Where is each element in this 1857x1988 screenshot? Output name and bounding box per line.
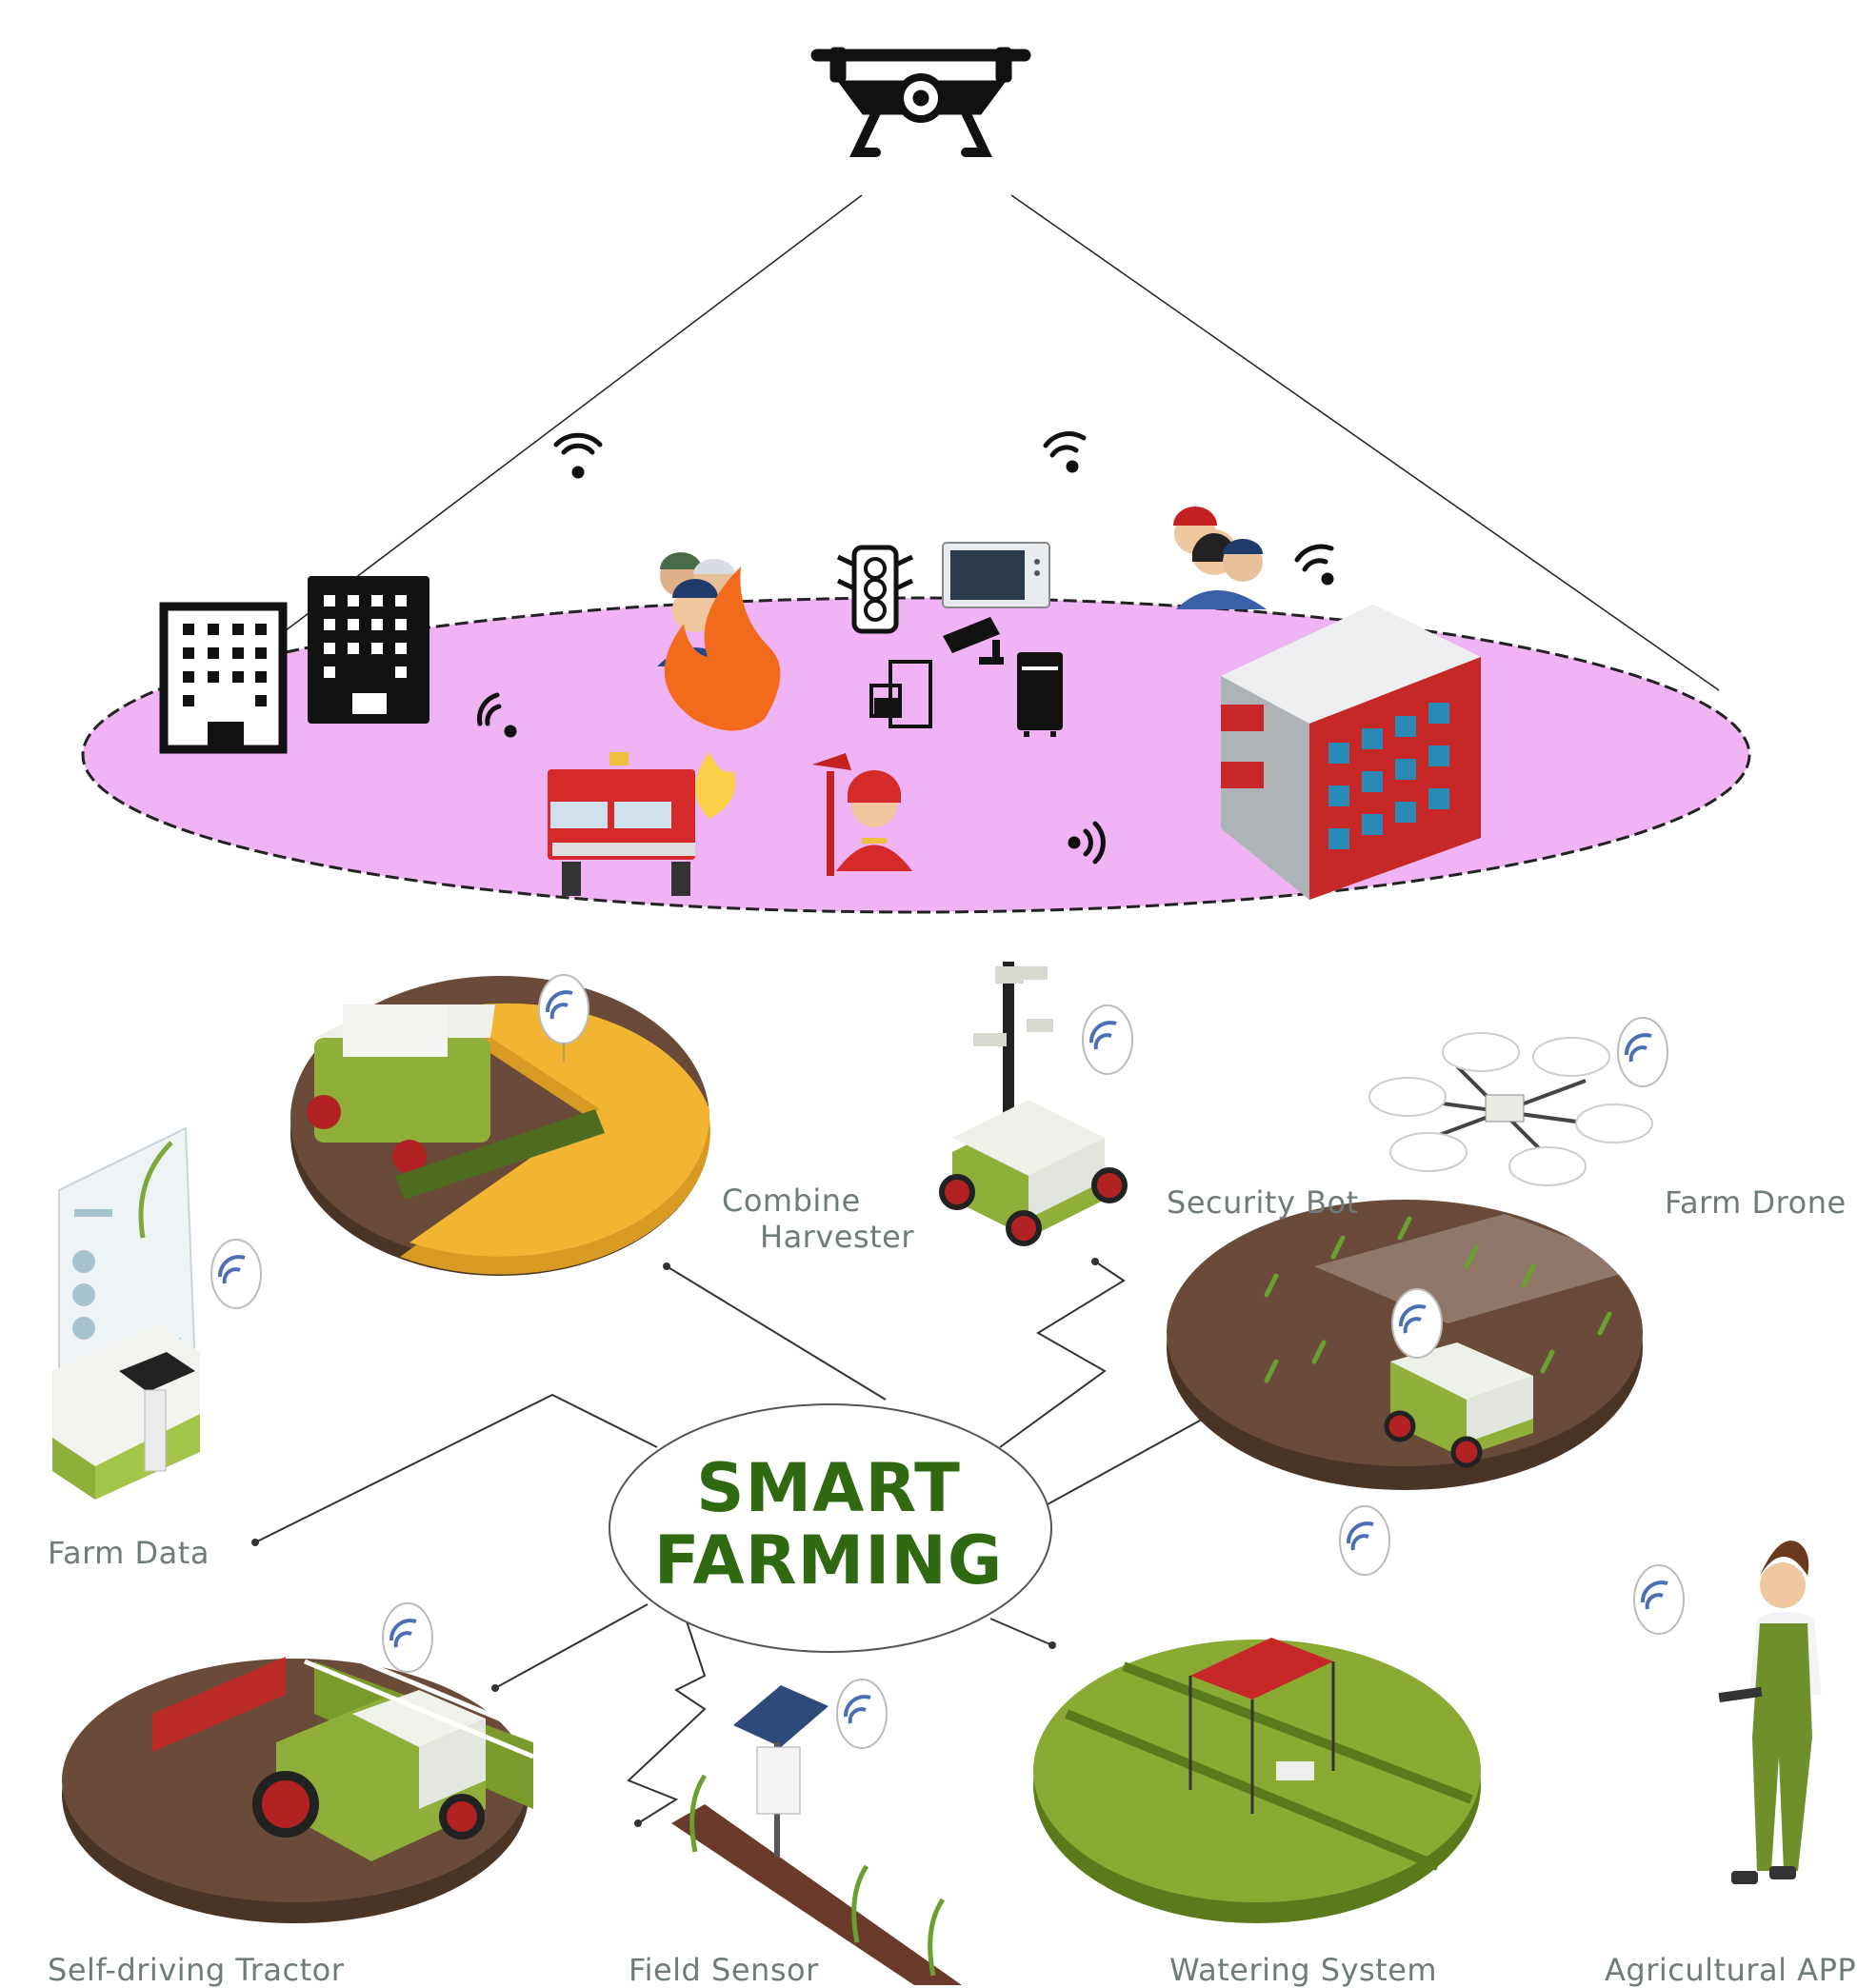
label-security-bot: Security Bot (1167, 1184, 1359, 1221)
wifi-badge-icon (382, 1602, 433, 1673)
wifi-badge-icon (210, 1239, 262, 1309)
wifi-badge-icon (1617, 1017, 1668, 1087)
wifi-icon (477, 692, 517, 738)
farm-data-illustration (52, 1126, 200, 1500)
smart-farming-hub (609, 1403, 1052, 1653)
label-farm-drone: Farm Drone (1665, 1184, 1847, 1221)
security-camera-icon (943, 617, 1004, 665)
wifi-icon (1068, 821, 1106, 865)
wifi-icon (553, 432, 603, 479)
label-field-sensor: Field Sensor (629, 1952, 819, 1988)
smart-farming-title: SMART FARMING (609, 1452, 1048, 1597)
label-combine-line1: Combine (722, 1183, 861, 1219)
wifi-badge-icon (1339, 1505, 1390, 1576)
label-self-driving-tractor: Self-driving Tractor (48, 1952, 345, 1988)
wifi-icon (1043, 431, 1087, 473)
self-driving-tractor-illustration (62, 1635, 534, 1923)
title-line-1: SMART (696, 1449, 961, 1527)
beam-line-right (1010, 194, 1720, 691)
wifi-badge-icon (836, 1679, 888, 1749)
wifi-badge-icon (1391, 1288, 1443, 1359)
apartment-building-icon (1221, 605, 1481, 900)
fire-icon (664, 567, 781, 819)
emergency-group-icon (1173, 507, 1267, 609)
combine-harvester-illustration (290, 976, 710, 1276)
traffic-light-icon (836, 545, 914, 634)
wifi-badge-icon (1082, 1004, 1133, 1075)
title-line-2: FARMING (653, 1521, 1004, 1600)
building-icon (308, 576, 429, 724)
fridge-icon (1017, 652, 1063, 737)
farmer-with-tablet-illustration (1718, 1541, 1822, 1884)
drone-icon (810, 47, 1031, 157)
field-sensor-illustration (671, 1685, 962, 1985)
microwave-icon (942, 542, 1050, 608)
farm-drone-illustration (1167, 1032, 1653, 1490)
firefighter-icon (812, 753, 912, 876)
label-agricultural-app: Agricultural APP (1605, 1952, 1857, 1988)
label-watering-system: Watering System (1169, 1952, 1438, 1988)
building-icon (159, 602, 288, 754)
watering-system-illustration (1033, 1638, 1481, 1923)
coffee-maker-icon (869, 660, 932, 728)
wifi-icon (1294, 544, 1334, 586)
wifi-badge-icon (1633, 1564, 1685, 1635)
security-bot-illustration (939, 962, 1128, 1246)
fire-truck-icon (548, 752, 695, 896)
label-farm-data: Farm Data (48, 1535, 210, 1571)
label-combine-line2: Harvester (760, 1219, 915, 1255)
wifi-badge-icon (538, 974, 589, 1062)
